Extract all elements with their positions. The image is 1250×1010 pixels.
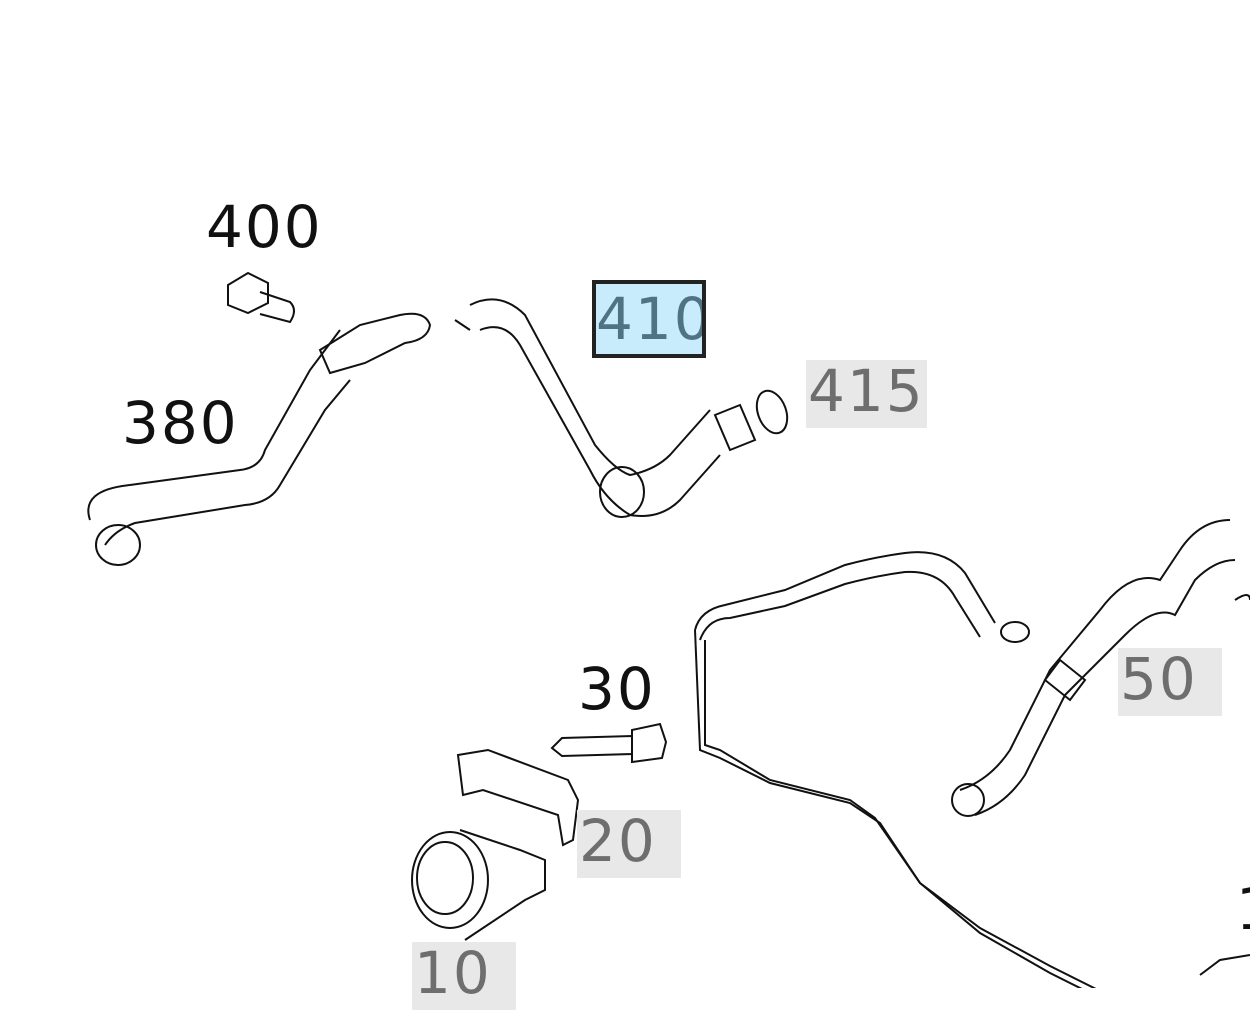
callout-400[interactable]: 400 — [206, 193, 323, 261]
part-380-hose[interactable] — [87, 312, 432, 566]
callout-partial-right[interactable]: 1 — [1236, 880, 1250, 938]
callout-30[interactable]: 30 — [578, 655, 656, 723]
callout-10[interactable]: 10 — [412, 942, 516, 1010]
callout-20[interactable]: 20 — [577, 810, 681, 878]
part-400-connector[interactable] — [227, 271, 295, 324]
part-30-bolt[interactable] — [550, 722, 668, 764]
parts-diagram — [87, 271, 1250, 988]
part-415-seal[interactable] — [751, 387, 792, 438]
callout-415[interactable]: 415 — [806, 360, 927, 428]
callout-410-selected[interactable]: 410 — [592, 280, 706, 358]
callout-380[interactable]: 380 — [122, 389, 239, 457]
part-partial-right[interactable] — [1199, 954, 1250, 976]
part-10-pump[interactable] — [411, 829, 546, 941]
coolant-pipe[interactable] — [694, 551, 1110, 988]
callout-50[interactable]: 50 — [1118, 648, 1222, 716]
part-20-bracket[interactable] — [456, 748, 580, 847]
part-410-hose[interactable] — [454, 298, 757, 518]
